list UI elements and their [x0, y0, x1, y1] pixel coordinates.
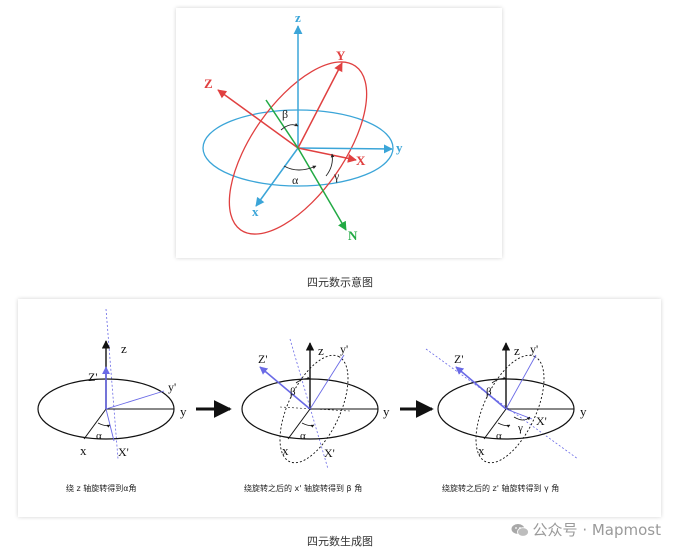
step3-label-zp: Z' [454, 352, 464, 366]
step3-label-z: z [514, 343, 520, 358]
label-Z: Z [204, 76, 213, 91]
step3-yp-axis [505, 354, 537, 410]
watermark-text: 公众号 · Mapmost [532, 521, 661, 539]
node-line-N [297, 147, 347, 231]
step2-diagram: z Z' y' y x X' β α 绕旋转之后的 x' 轴旋转得到 β 角 [241, 338, 390, 493]
step1-label-z: z [121, 341, 127, 356]
alpha-arc [283, 165, 317, 171]
step2-caption: 绕旋转之后的 x' 轴旋转得到 β 角 [244, 483, 362, 493]
step3-rotated-ellipse [475, 354, 545, 464]
euler-angle-diagram: z y x Z Y X N α β γ [202, 10, 403, 243]
step3-dashed-line-a [425, 348, 579, 460]
watermark: 公众号 · Mapmost [511, 519, 661, 540]
step2-yp-axis [309, 354, 345, 410]
euler-angle-diagram-panel: z y x Z Y X N α β γ [176, 8, 502, 258]
x-axis [255, 147, 299, 207]
step2-label-alpha: α [300, 430, 306, 442]
step2-alpha-arc [301, 422, 315, 428]
step1-caption: 绕 z 轴旋转得到α角 [66, 483, 137, 493]
step3-label-x: x [478, 443, 485, 458]
step1-label-xp: X' [118, 445, 129, 459]
beta-arc [280, 122, 299, 131]
figure2-caption: 四元数生成图 [307, 536, 373, 548]
step2-label-z: z [318, 343, 324, 358]
step3-label-xp: X' [536, 414, 547, 428]
label-beta: β [282, 107, 288, 121]
step2-label-y: y [383, 404, 390, 419]
step1-label-zp: Z' [88, 370, 98, 384]
step2-x-axis [287, 408, 311, 440]
step1-x-axis [83, 408, 107, 440]
quaternion-generation-diagram: z Z' y' y x X' α 绕 z 轴旋转得到α角 z Z' y' [37, 308, 587, 493]
step2-dashed-line-a [289, 338, 329, 470]
label-X: X [356, 153, 366, 168]
quaternion-generation-panel: z Z' y' y x X' α 绕 z 轴旋转得到α角 z Z' y' [18, 299, 661, 517]
step1-z-dotted-axis [105, 308, 119, 460]
step3-alpha-arc [497, 422, 511, 428]
step1-label-alpha: α [96, 430, 102, 442]
step3-label-gamma: γ [517, 422, 523, 434]
step3-xp-axis [505, 408, 533, 420]
step3-caption: 绕旋转之后的 z' 轴旋转得到 γ 角 [442, 483, 559, 493]
step2-rotated-ellipse [279, 354, 349, 464]
wechat-icon [511, 523, 529, 537]
step2-beta-arc [295, 376, 311, 384]
step1-yp-axis [105, 390, 165, 410]
gamma-arc [325, 153, 335, 177]
step2-label-zp: Z' [258, 352, 268, 366]
label-alpha: α [292, 173, 299, 187]
step1-label-x: x [80, 443, 87, 458]
step3-beta-arc [491, 376, 507, 384]
step3-label-yp: y' [530, 342, 538, 356]
step2-label-beta: β [290, 386, 296, 398]
X-axis [297, 147, 357, 163]
label-gamma: γ [333, 169, 340, 183]
step3-zp-axis [455, 366, 507, 410]
step3-label-beta: β [486, 386, 492, 398]
label-N: N [348, 228, 358, 243]
label-z: z [295, 10, 301, 25]
step1-alpha-arc [97, 422, 111, 428]
step3-gamma-arc [513, 416, 531, 421]
rotated-plane-ellipse [228, 61, 368, 235]
step3-label-y: y [580, 404, 587, 419]
step3-x-axis [483, 408, 507, 440]
step3-label-alpha: α [496, 430, 502, 442]
step2-zp-axis [259, 366, 311, 410]
label-Y: Y [336, 48, 346, 63]
y-axis [297, 144, 393, 154]
node-line-upper [265, 99, 299, 149]
step1-diagram: z Z' y' y x X' α 绕 z 轴旋转得到α角 [37, 308, 187, 493]
Z-axis [217, 89, 299, 149]
step2-label-yp: y' [340, 342, 348, 356]
step1-label-yp: y' [168, 380, 176, 394]
label-y: y [396, 140, 403, 155]
step1-label-y: y [180, 404, 187, 419]
label-x: x [252, 204, 259, 219]
step2-label-xp: X' [324, 446, 335, 460]
step2-label-x: x [282, 443, 289, 458]
Y-axis [297, 62, 343, 149]
figure1-caption: 四元数示意图 [307, 277, 373, 289]
step3-diagram: z Z' y' y x X' β α γ 绕旋转之后的 z' 轴旋转得到 γ 角 [425, 342, 587, 493]
